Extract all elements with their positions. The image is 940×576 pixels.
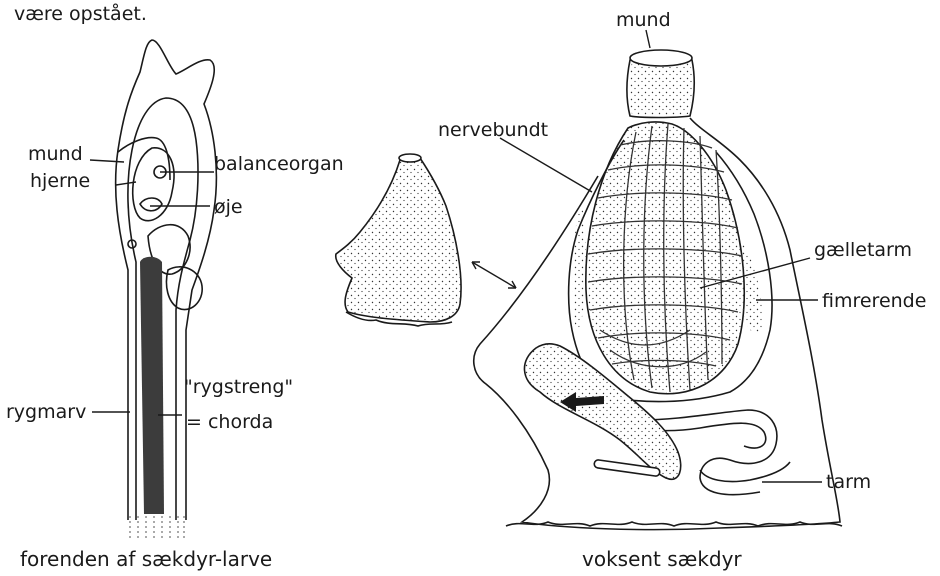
- label-adult-nervebundt: nervebundt: [438, 119, 548, 141]
- larva-chorda: [140, 257, 164, 514]
- double-arrow: [472, 262, 516, 288]
- label-adult-mund: mund: [616, 9, 671, 31]
- adult-siphon-rim: [630, 50, 692, 66]
- larva-drawing: [116, 40, 217, 540]
- label-larva-oje: øje: [214, 196, 243, 218]
- label-adult-fimrerende: fimrerende: [822, 290, 926, 312]
- small-tunicate: [336, 154, 461, 326]
- small-tunicate-siphon: [399, 154, 421, 162]
- label-adult-gaelletarm: gælletarm: [814, 239, 912, 261]
- label-larva-balanceorgan: balanceorgan: [214, 153, 344, 175]
- label-adult-tarm: tarm: [826, 471, 871, 493]
- small-tunicate-texture: [338, 160, 461, 322]
- label-larva-rygstreng: "rygstreng": [184, 376, 293, 398]
- larva-mouth: [118, 138, 170, 180]
- caption-adult: voksent sækdyr: [582, 547, 742, 571]
- label-larva-hjerne: hjerne: [30, 170, 90, 192]
- label-larva-rygmarv: rygmarv: [6, 401, 86, 423]
- larva-eye: [140, 198, 162, 211]
- label-larva-mund: mund: [28, 143, 83, 165]
- caption-larva: forenden af sækdyr-larve: [20, 547, 272, 571]
- top-text: være opstået.: [14, 2, 147, 25]
- adult-siphon-texture: [629, 62, 692, 116]
- label-larva-chorda: = chorda: [186, 411, 273, 433]
- adult-stippled-left: [573, 200, 586, 330]
- adult-tarm-tube: [700, 462, 790, 482]
